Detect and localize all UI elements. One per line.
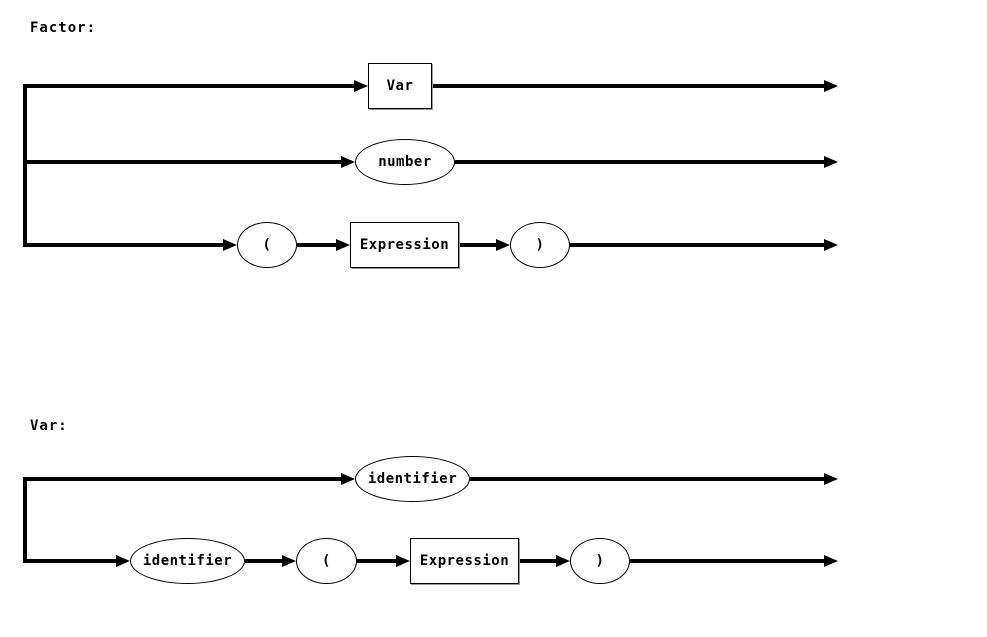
flow-line	[630, 559, 824, 563]
arrowhead-icon	[824, 80, 838, 92]
flow-line	[23, 160, 341, 164]
arrowhead-icon	[341, 473, 355, 485]
arrowhead-icon	[496, 239, 510, 251]
node-label: (	[322, 553, 331, 569]
arrowhead-icon	[824, 156, 838, 168]
flow-line	[357, 559, 396, 563]
var-branch-connector-line	[23, 477, 27, 563]
factor-node-var: Var	[368, 63, 432, 109]
node-label: )	[535, 237, 545, 253]
node-label: (	[262, 237, 272, 253]
arrowhead-icon	[824, 239, 838, 251]
flow-line	[570, 243, 824, 247]
arrowhead-icon	[336, 239, 350, 251]
factor-node-open-paren: (	[237, 222, 297, 268]
var-node-identifier-2: identifier	[130, 538, 245, 584]
arrowhead-icon	[341, 156, 355, 168]
flow-line	[432, 84, 824, 88]
flow-line	[23, 84, 354, 88]
arrowhead-icon	[354, 80, 368, 92]
node-label: )	[595, 553, 605, 569]
var-node-expression: Expression	[410, 538, 519, 584]
flow-line	[519, 559, 556, 563]
diagram-title-factor: Factor:	[30, 20, 97, 36]
factor-node-close-paren: )	[510, 222, 570, 268]
node-label: identifier	[142, 553, 233, 569]
flow-line	[459, 243, 496, 247]
diagram-title-var: Var:	[30, 418, 68, 434]
arrowhead-icon	[824, 555, 838, 567]
factor-branch-connector-line	[23, 84, 27, 247]
flow-line	[455, 160, 824, 164]
flow-line	[23, 243, 223, 247]
arrowhead-icon	[396, 555, 410, 567]
arrowhead-icon	[223, 239, 237, 251]
node-label: Expression	[419, 553, 510, 569]
arrowhead-icon	[282, 555, 296, 567]
arrowhead-icon	[116, 555, 130, 567]
arrowhead-icon	[824, 473, 838, 485]
var-node-close-paren: )	[570, 538, 630, 584]
flow-line	[470, 477, 824, 481]
factor-node-expression: Expression	[350, 222, 459, 268]
node-label: identifier	[367, 471, 458, 487]
flow-line	[245, 559, 282, 563]
flow-line	[297, 243, 336, 247]
arrowhead-icon	[556, 555, 570, 567]
var-node-identifier: identifier	[355, 456, 470, 502]
flow-line	[23, 477, 341, 481]
flow-line	[23, 559, 116, 563]
node-label: Var	[386, 78, 414, 94]
node-label: number	[378, 154, 432, 170]
factor-node-number: number	[355, 139, 455, 185]
var-node-open-paren: (	[296, 538, 357, 584]
node-label: Expression	[359, 237, 450, 253]
